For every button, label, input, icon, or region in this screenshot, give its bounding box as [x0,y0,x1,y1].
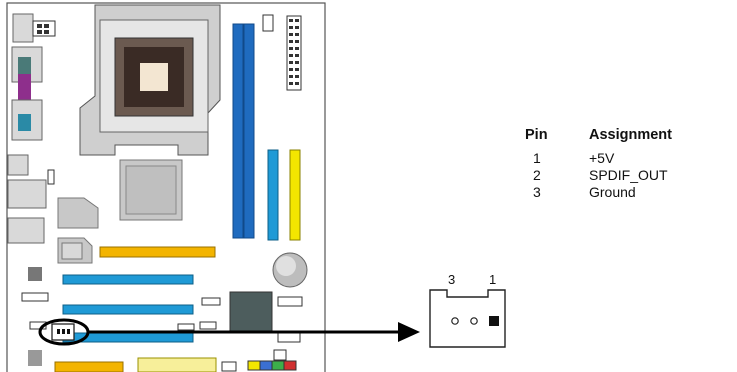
pin-assignment: +5V [589,150,615,166]
connector-label-left: 3 [448,272,456,287]
header-assignment: Assignment [589,127,672,143]
spdif-connector-detail [429,289,506,348]
pointer-arrow [88,322,420,342]
header-pin: Pin [525,127,548,143]
pin-3-hole [451,317,459,325]
cmos-battery [272,252,308,288]
pin-2-hole [470,317,478,325]
pin-number: 3 [533,184,541,200]
pin-number: 2 [533,167,541,183]
pin-assignment: Ground [589,184,636,200]
front-panel-header [247,360,297,371]
pin-assignment: SPDIF_OUT [589,167,668,183]
pin-1-square [489,316,499,326]
connector-label-right: 1 [489,272,497,287]
top-right-headers [262,14,302,91]
cpu-socket [79,4,221,156]
pin-number: 1 [533,150,541,166]
back-panel-ports [7,46,55,244]
atx-power-connector [12,13,56,43]
dimm-slots-blue [232,23,301,241]
